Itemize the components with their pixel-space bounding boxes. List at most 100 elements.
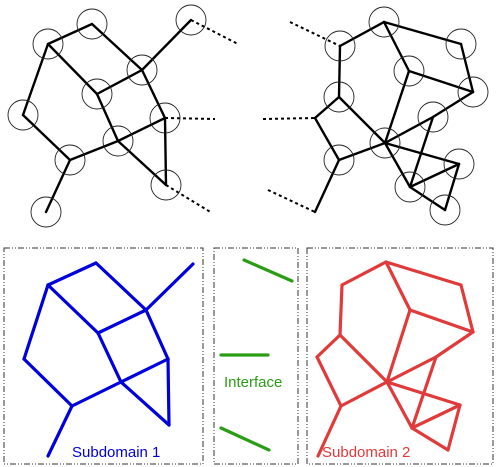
- right-cut-edges: [262, 21, 341, 213]
- interface-edge: [219, 426, 271, 452]
- graph-edge: [383, 141, 412, 189]
- subdomain-1-mesh: [22, 261, 195, 458]
- mesh-edge: [96, 331, 123, 384]
- graph-edge: [338, 20, 386, 48]
- graph-node: [54, 144, 86, 176]
- mesh-edge: [316, 404, 343, 458]
- graph-edge: [44, 158, 72, 214]
- mesh-edge: [434, 330, 475, 359]
- mesh-edge: [410, 403, 462, 430]
- graph-node: [393, 55, 425, 87]
- right-graph-nodes: [323, 6, 489, 226]
- left-mesh-graph: [7, 4, 239, 228]
- interface-segments: [219, 258, 294, 452]
- graph-edge: [408, 162, 461, 189]
- graph-node: [457, 76, 489, 108]
- mesh-edge: [22, 283, 50, 361]
- mesh-edge: [338, 333, 389, 384]
- graph-edge: [68, 139, 120, 162]
- graph-node: [126, 54, 158, 86]
- graph-node: [149, 102, 181, 134]
- graph-node: [150, 169, 182, 201]
- graph-node: [394, 171, 426, 203]
- mesh-edge: [94, 261, 148, 312]
- graph-edge: [313, 116, 341, 162]
- graph-edge: [90, 22, 144, 72]
- graph-edge: [431, 90, 475, 119]
- mesh-edge: [46, 404, 74, 458]
- mesh-edge: [166, 357, 171, 427]
- graph-node: [7, 99, 39, 131]
- graph-edge: [407, 69, 475, 94]
- mesh-edge: [384, 260, 412, 312]
- graph-node: [368, 6, 400, 38]
- mesh-edge: [119, 357, 170, 384]
- interface-label: Interface: [224, 374, 282, 391]
- graph-node: [323, 144, 355, 176]
- graph-edge: [337, 44, 342, 99]
- graph-edge: [116, 139, 168, 187]
- graph-edge: [140, 18, 193, 72]
- mesh-edge: [459, 283, 475, 334]
- mesh-edge: [46, 261, 98, 287]
- subdomain-2-label: Subdomain 2: [322, 444, 410, 461]
- subdomain-1-panel: [3, 247, 204, 465]
- cut-edge: [267, 189, 316, 213]
- left-cut-edges: [164, 19, 239, 214]
- graph-node: [445, 28, 477, 60]
- mesh-edge: [385, 355, 438, 384]
- graph-edge: [408, 115, 435, 189]
- right-mesh-graph: [262, 6, 489, 226]
- graph-node: [30, 196, 62, 228]
- mesh-edge: [96, 308, 148, 335]
- interface-panel: [213, 247, 299, 465]
- graph-edge: [383, 69, 411, 145]
- mesh-edge: [408, 308, 475, 334]
- graph-node: [323, 81, 355, 113]
- graph-node: [417, 101, 449, 133]
- graph-node: [81, 78, 113, 110]
- mesh-edge: [384, 260, 463, 287]
- graph-edge: [443, 162, 461, 212]
- graph-edge: [313, 95, 341, 120]
- graph-edge: [21, 42, 50, 117]
- mesh-edge: [70, 380, 123, 408]
- mesh-edge: [385, 380, 414, 430]
- graph-edge: [313, 158, 341, 214]
- graph-edge: [382, 20, 411, 73]
- mesh-edge: [119, 380, 171, 427]
- graph-node: [443, 148, 475, 180]
- mesh-edge: [385, 308, 412, 384]
- cut-edge: [262, 117, 316, 120]
- mesh-edge: [46, 283, 100, 335]
- graph-edge: [459, 42, 475, 94]
- cut-edge: [289, 21, 341, 47]
- graph-edge: [140, 68, 167, 120]
- subdomain-2-panel: [306, 247, 494, 465]
- mesh-edge: [385, 380, 462, 407]
- mesh-edge: [315, 355, 343, 408]
- mesh-edge: [144, 262, 195, 312]
- cut-edge: [190, 19, 239, 45]
- graph-edge: [337, 141, 387, 162]
- graph-node: [324, 30, 356, 62]
- interface-edge: [242, 258, 294, 283]
- mesh-edge: [446, 403, 462, 452]
- graph-edge: [21, 113, 72, 162]
- graph-node: [32, 28, 64, 60]
- graph-edge: [383, 141, 461, 166]
- mesh-edge: [315, 333, 342, 359]
- mesh-edge: [340, 260, 388, 287]
- graph-edge: [95, 92, 120, 143]
- graph-edge: [46, 42, 99, 96]
- graph-edge: [382, 20, 463, 46]
- graph-node: [76, 8, 108, 40]
- right-graph-edges: [313, 20, 475, 214]
- graph-edge: [337, 95, 387, 145]
- graph-edge: [95, 68, 144, 96]
- mesh-edge: [339, 380, 389, 408]
- subdomain-2-mesh: [315, 260, 475, 458]
- mesh-edge: [22, 357, 74, 408]
- graph-edge: [383, 115, 435, 145]
- cut-edge: [164, 117, 216, 120]
